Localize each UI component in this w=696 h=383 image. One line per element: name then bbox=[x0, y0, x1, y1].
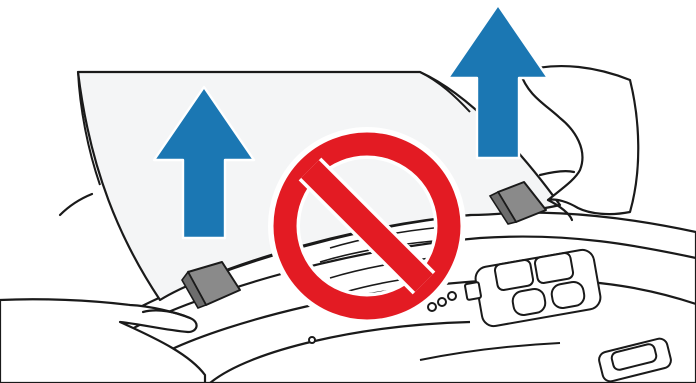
cover-removal-illustration bbox=[0, 0, 696, 383]
